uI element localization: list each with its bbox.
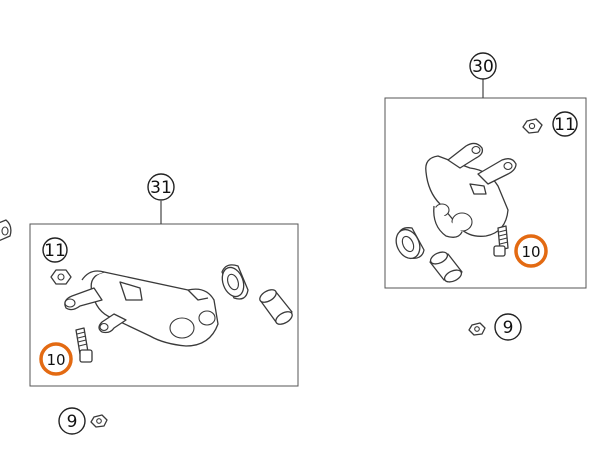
callout-loose-nut-right-number: 9: [503, 318, 514, 338]
loose-nut-left: [90, 414, 108, 428]
callout-loose-nut-left: 9: [58, 407, 86, 435]
callout-screw-30: 10: [514, 234, 548, 268]
cropped-part-left: [0, 219, 12, 241]
loose-nut-right: [468, 322, 486, 336]
callout-screw-31: 10: [39, 342, 73, 376]
callout-loose-nut-right: 9: [494, 313, 522, 341]
callout-nut-31: 11: [42, 237, 68, 263]
assembly-31: 31 11: [29, 173, 299, 387]
callout-nut-30: 11: [552, 111, 578, 137]
assembly-31-number: 31: [150, 178, 172, 198]
rocker-arm-31: [64, 270, 219, 347]
pin-30: [429, 251, 463, 283]
pin-31: [259, 289, 293, 325]
callout-nut-30-number: 11: [554, 115, 576, 135]
assembly-30-label: 30: [469, 52, 497, 80]
rocker-arm-30: [425, 142, 517, 238]
hex-nut-30: [522, 118, 543, 134]
adjusting-screw-31: [75, 327, 93, 363]
assembly-31-frame: [29, 223, 299, 387]
assembly-31-label: 31: [147, 173, 175, 201]
assembly-30-number: 30: [472, 57, 494, 77]
adjusting-screw-30: [493, 225, 509, 257]
assembly-30: 30 11: [384, 52, 587, 289]
assembly-30-frame: [384, 97, 587, 289]
hex-nut-31: [50, 269, 72, 285]
callout-screw-31-number: 10: [46, 351, 65, 369]
bushing-30: [395, 227, 425, 260]
callout-loose-nut-left-number: 9: [67, 412, 78, 432]
callout-screw-30-number: 10: [521, 243, 540, 261]
bushing-31: [221, 264, 249, 300]
callout-nut-31-number: 11: [44, 241, 66, 261]
